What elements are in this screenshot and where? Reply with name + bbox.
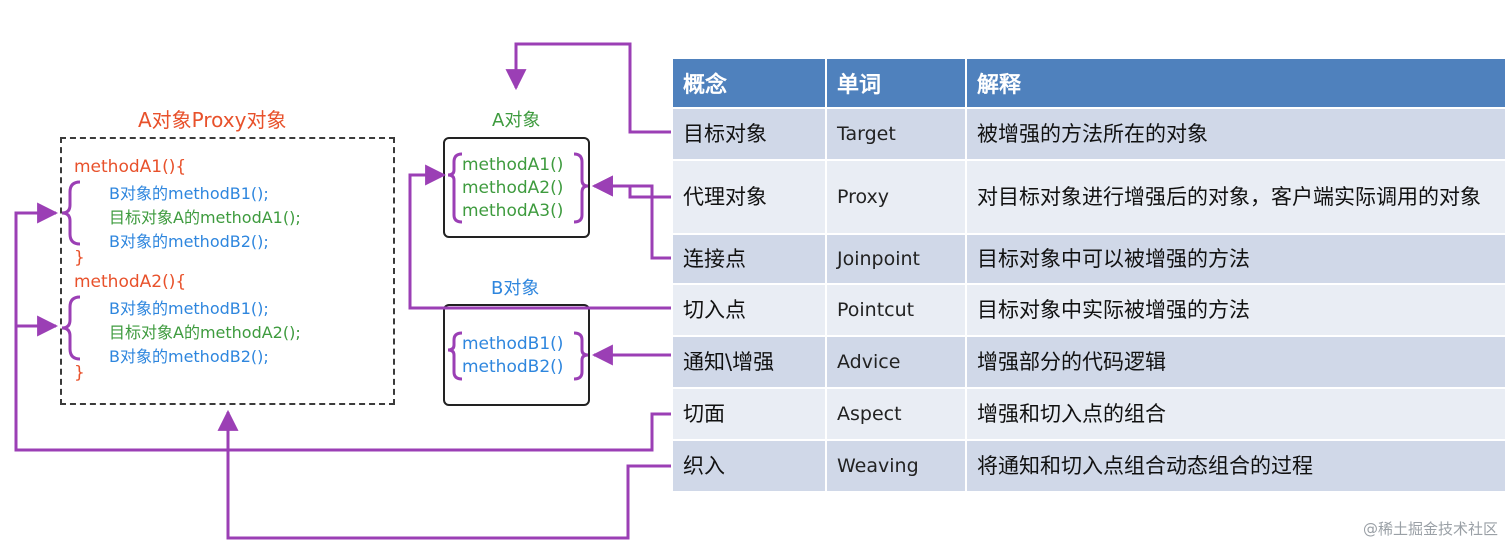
method-a1-close: } — [74, 248, 85, 268]
header-explanation: 解释 — [967, 59, 1505, 107]
table-row: 通知\增强 Advice 增强部分的代码逻辑 — [673, 337, 1505, 387]
brace-a2 — [61, 295, 81, 361]
brace-b-right — [573, 331, 589, 381]
proxy-row-arrow — [591, 175, 671, 199]
a1-call-b1: B对象的methodB1(); — [109, 184, 269, 203]
aspect-arrow-upper — [14, 202, 59, 326]
word-cell: Weaving — [827, 441, 965, 491]
a-object-title: A对象 — [492, 110, 541, 131]
a2-call-target-a2: 目标对象A的methodA2(); — [109, 323, 301, 342]
brace-a1 — [61, 180, 81, 246]
aop-concepts-table: 概念 单词 解释 目标对象 Target 被增强的方法所在的对象 代理对象 Pr… — [671, 57, 1507, 493]
header-word: 单词 — [827, 59, 965, 107]
method-a2-close: } — [74, 363, 85, 383]
word-cell: Advice — [827, 337, 965, 387]
watermark: @稀土掘金技术社区 — [1362, 520, 1498, 538]
pointcut-arrow — [408, 164, 671, 310]
word-cell: Proxy — [827, 161, 965, 233]
word-cell: Joinpoint — [827, 235, 965, 283]
table-row: 切入点 Pointcut 目标对象中实际被增强的方法 — [673, 285, 1505, 335]
word-cell: Target — [827, 109, 965, 159]
header-concept: 概念 — [673, 59, 825, 107]
concept-cell: 切面 — [673, 389, 825, 439]
a-method-1: methodA1() — [462, 155, 564, 175]
a2-call-b2: B对象的methodB2(); — [109, 347, 269, 366]
proxy-object-box — [60, 137, 395, 405]
concept-cell: 连接点 — [673, 235, 825, 283]
b-method-2: methodB2() — [462, 357, 564, 377]
concept-cell: 织入 — [673, 441, 825, 491]
explanation-cell: 将通知和切入点组合动态组合的过程 — [967, 441, 1505, 491]
brace-a-right — [573, 152, 589, 224]
explanation-cell: 增强部分的代码逻辑 — [967, 337, 1505, 387]
a1-call-b2: B对象的methodB2(); — [109, 232, 269, 251]
table-row: 目标对象 Target 被增强的方法所在的对象 — [673, 109, 1505, 159]
concept-cell: 目标对象 — [673, 109, 825, 159]
concept-cell: 代理对象 — [673, 161, 825, 233]
joinpoint-arrow — [591, 175, 671, 260]
brace-b-left — [447, 331, 463, 381]
target-arrow — [505, 42, 671, 134]
a-method-3: methodA3() — [462, 201, 564, 221]
table-header-row: 概念 单词 解释 — [673, 59, 1505, 107]
concept-cell: 通知\增强 — [673, 337, 825, 387]
a2-call-b1: B对象的methodB1(); — [109, 299, 269, 318]
explanation-cell: 增强和切入点的组合 — [967, 389, 1505, 439]
brace-a-left — [447, 152, 463, 224]
explanation-cell: 被增强的方法所在的对象 — [967, 109, 1505, 159]
proxy-object-title: A对象Proxy对象 — [138, 108, 287, 132]
explanation-cell: 目标对象中可以被增强的方法 — [967, 235, 1505, 283]
word-cell: Pointcut — [827, 285, 965, 335]
table-row: 代理对象 Proxy 对目标对象进行增强后的对象，客户端实际调用的对象 — [673, 161, 1505, 233]
table-row: 织入 Weaving 将通知和切入点组合动态组合的过程 — [673, 441, 1505, 491]
b-method-1: methodB1() — [462, 334, 564, 354]
table-row: 切面 Aspect 增强和切入点的组合 — [673, 389, 1505, 439]
word-cell: Aspect — [827, 389, 965, 439]
aspect-arrow — [14, 315, 671, 452]
method-a1-header: methodA1(){ — [74, 157, 187, 177]
b-object-box — [443, 304, 590, 406]
a-object-box — [443, 137, 590, 238]
a1-call-target-a1: 目标对象A的methodA1(); — [109, 208, 301, 227]
a-method-2: methodA2() — [462, 178, 564, 198]
weaving-arrow — [217, 409, 671, 540]
b-object-title: B对象 — [491, 278, 540, 299]
concept-cell: 切入点 — [673, 285, 825, 335]
method-a2-header: methodA2(){ — [74, 272, 187, 292]
explanation-cell: 目标对象中实际被增强的方法 — [967, 285, 1505, 335]
explanation-cell: 对目标对象进行增强后的对象，客户端实际调用的对象 — [967, 161, 1505, 233]
table-row: 连接点 Joinpoint 目标对象中可以被增强的方法 — [673, 235, 1505, 283]
